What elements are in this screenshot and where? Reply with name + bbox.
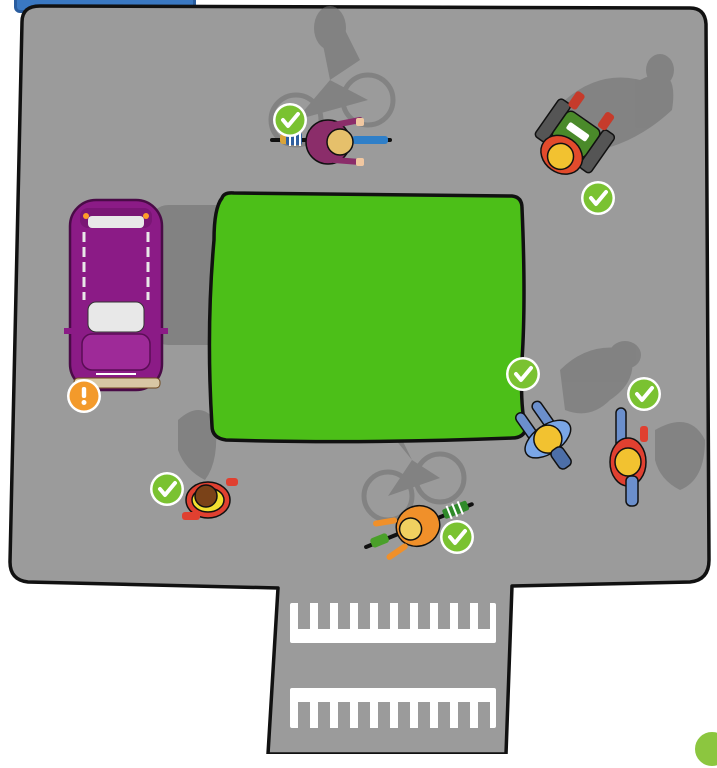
corner-badge	[693, 730, 717, 768]
parked-car[interactable]	[64, 200, 168, 390]
crosswalk-lower	[290, 688, 496, 728]
crosswalk-upper	[290, 603, 496, 643]
check-circle-icon[interactable]	[581, 181, 615, 215]
check-circle-icon[interactable]	[150, 472, 184, 506]
traffic-island	[209, 193, 526, 442]
exclamation-circle-icon[interactable]	[67, 379, 101, 413]
check-circle-icon[interactable]	[506, 357, 540, 391]
check-circle-icon[interactable]	[440, 520, 474, 554]
check-circle-icon[interactable]	[273, 103, 307, 137]
check-circle-icon[interactable]	[627, 377, 661, 411]
